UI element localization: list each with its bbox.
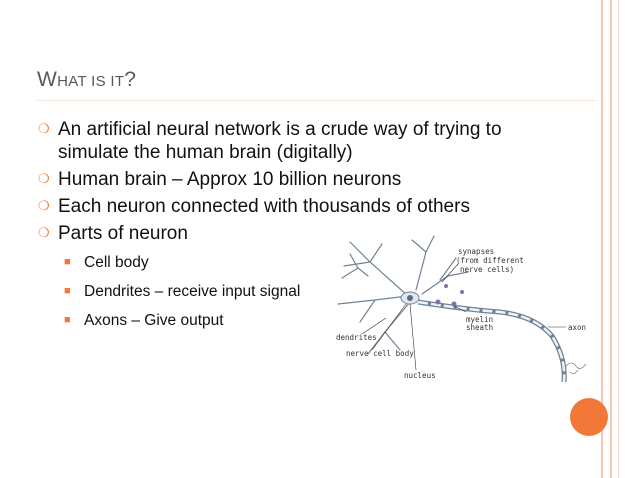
bullet-text: Each neuron connected with thousands of … [58,196,470,217]
title-first-letter: W [37,68,58,91]
myelin-sheath-shape [417,300,566,383]
title-divider [37,100,597,101]
title-rest: HAT IS IT [57,73,125,90]
bullet-circle-icon: ❍ [38,198,50,213]
sub-bullet-text: Axons – Give output [84,312,224,329]
label-nerve-cell-body: nerve cell body [346,349,414,358]
neuron-diagram: synapses (from different nerve cells) my… [336,235,587,383]
leader-lines [361,263,566,371]
label-synapses: synapses [458,247,494,256]
sub-bullet-item: ■ Axons – Give output [38,311,558,331]
bullet-circle-icon: ❍ [38,225,50,240]
label-sheath: sheath [466,323,493,332]
decorative-rule [610,0,612,478]
label-dendrites: dendrites [336,333,377,342]
bullet-text: An artificial neural network is a crude … [58,119,502,163]
bullet-text: Human brain – Approx 10 billion neurons [58,169,402,190]
bullet-square-icon: ■ [64,256,71,268]
bullet-item: ❍ Each neuron connected with thousands of… [38,195,558,218]
bullet-item: ❍ An artificial neural network is a crude… [38,118,558,164]
accent-circle [570,398,608,436]
slide-title: WHAT IS IT? [37,68,136,92]
sub-bullet-text: Cell body [84,254,149,271]
bullet-item: ❍ Parts of neuron [38,222,558,245]
bullet-item: ❍ Human brain – Approx 10 billion neurons [38,168,558,191]
bullet-circle-icon: ❍ [38,121,50,136]
bullet-text: Parts of neuron [58,223,188,244]
sub-bullet-item: ■ Cell body [38,253,558,273]
sub-bullet-item: ■ Dendrites – receive input signal [38,282,558,302]
label-nucleus: nucleus [404,371,436,380]
decorative-rule [601,0,603,478]
label-myelin: myelin [466,315,493,324]
bullet-square-icon: ■ [64,285,71,297]
decorative-rule [618,0,619,478]
bullet-list: ❍ An artificial neural network is a crude… [38,118,558,340]
synapse-dots [435,284,464,307]
bullet-circle-icon: ❍ [38,171,50,186]
title-question-mark: ? [124,68,137,91]
artist-signature [565,362,587,374]
label-nerve-cells: nerve cells) [460,265,514,274]
sub-bullet-text: Dendrites – receive input signal [84,283,301,300]
nucleus-shape [407,295,413,301]
bullet-square-icon: ■ [64,314,71,326]
label-from-different: (from different [456,256,524,265]
axon-shape [417,299,567,383]
label-axon: axon [568,323,586,332]
